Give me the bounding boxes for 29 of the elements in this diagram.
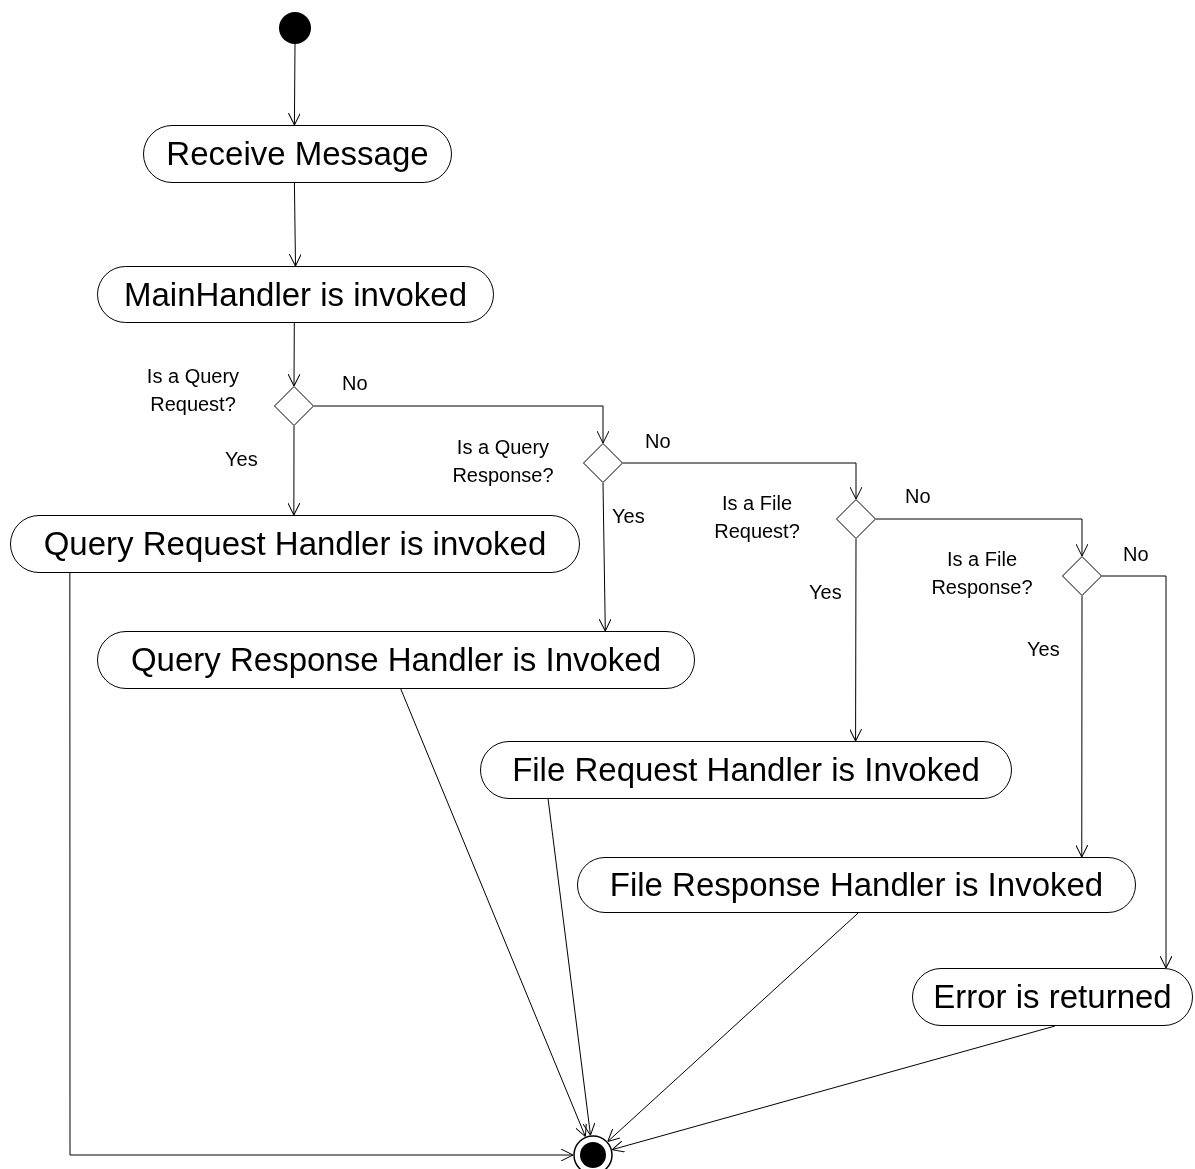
- arrow: [1075, 595, 1089, 858]
- arrow: [313, 405, 610, 444]
- arrow: [611, 1025, 1056, 1153]
- arrow: [288, 43, 301, 126]
- arrow: [849, 538, 863, 742]
- arrow: [400, 688, 587, 1137]
- action-box: [97, 266, 494, 323]
- arrow: [288, 182, 302, 267]
- arrow: [607, 912, 859, 1142]
- arrow: [875, 518, 1089, 557]
- action-text: Error is returned: [933, 978, 1172, 1016]
- decision-question: Is a Query Request?: [145, 364, 241, 417]
- arrow: [287, 425, 301, 516]
- arrow: [598, 482, 612, 632]
- decision-question: Is a File Response?: [930, 547, 1034, 600]
- action-text: File Request Handler is Invoked: [512, 751, 980, 789]
- arrow: [547, 798, 596, 1136]
- action-text: Query Request Handler is invoked: [43, 525, 547, 563]
- arrow: [622, 462, 863, 500]
- action-box: [577, 857, 1136, 913]
- action-text: MainHandler is invoked: [124, 275, 467, 314]
- action-text: Query Response Handler is Invoked: [130, 641, 662, 679]
- decision-question: Is a Query Response?: [451, 435, 555, 488]
- action-text: Receive Message: [166, 135, 429, 173]
- arrow: [1101, 575, 1173, 969]
- decision-question: Is a File Request?: [713, 491, 801, 544]
- arrow: [69, 572, 574, 1162]
- action-text: File Response Handler is Invoked: [609, 866, 1104, 904]
- arrow: [287, 322, 301, 387]
